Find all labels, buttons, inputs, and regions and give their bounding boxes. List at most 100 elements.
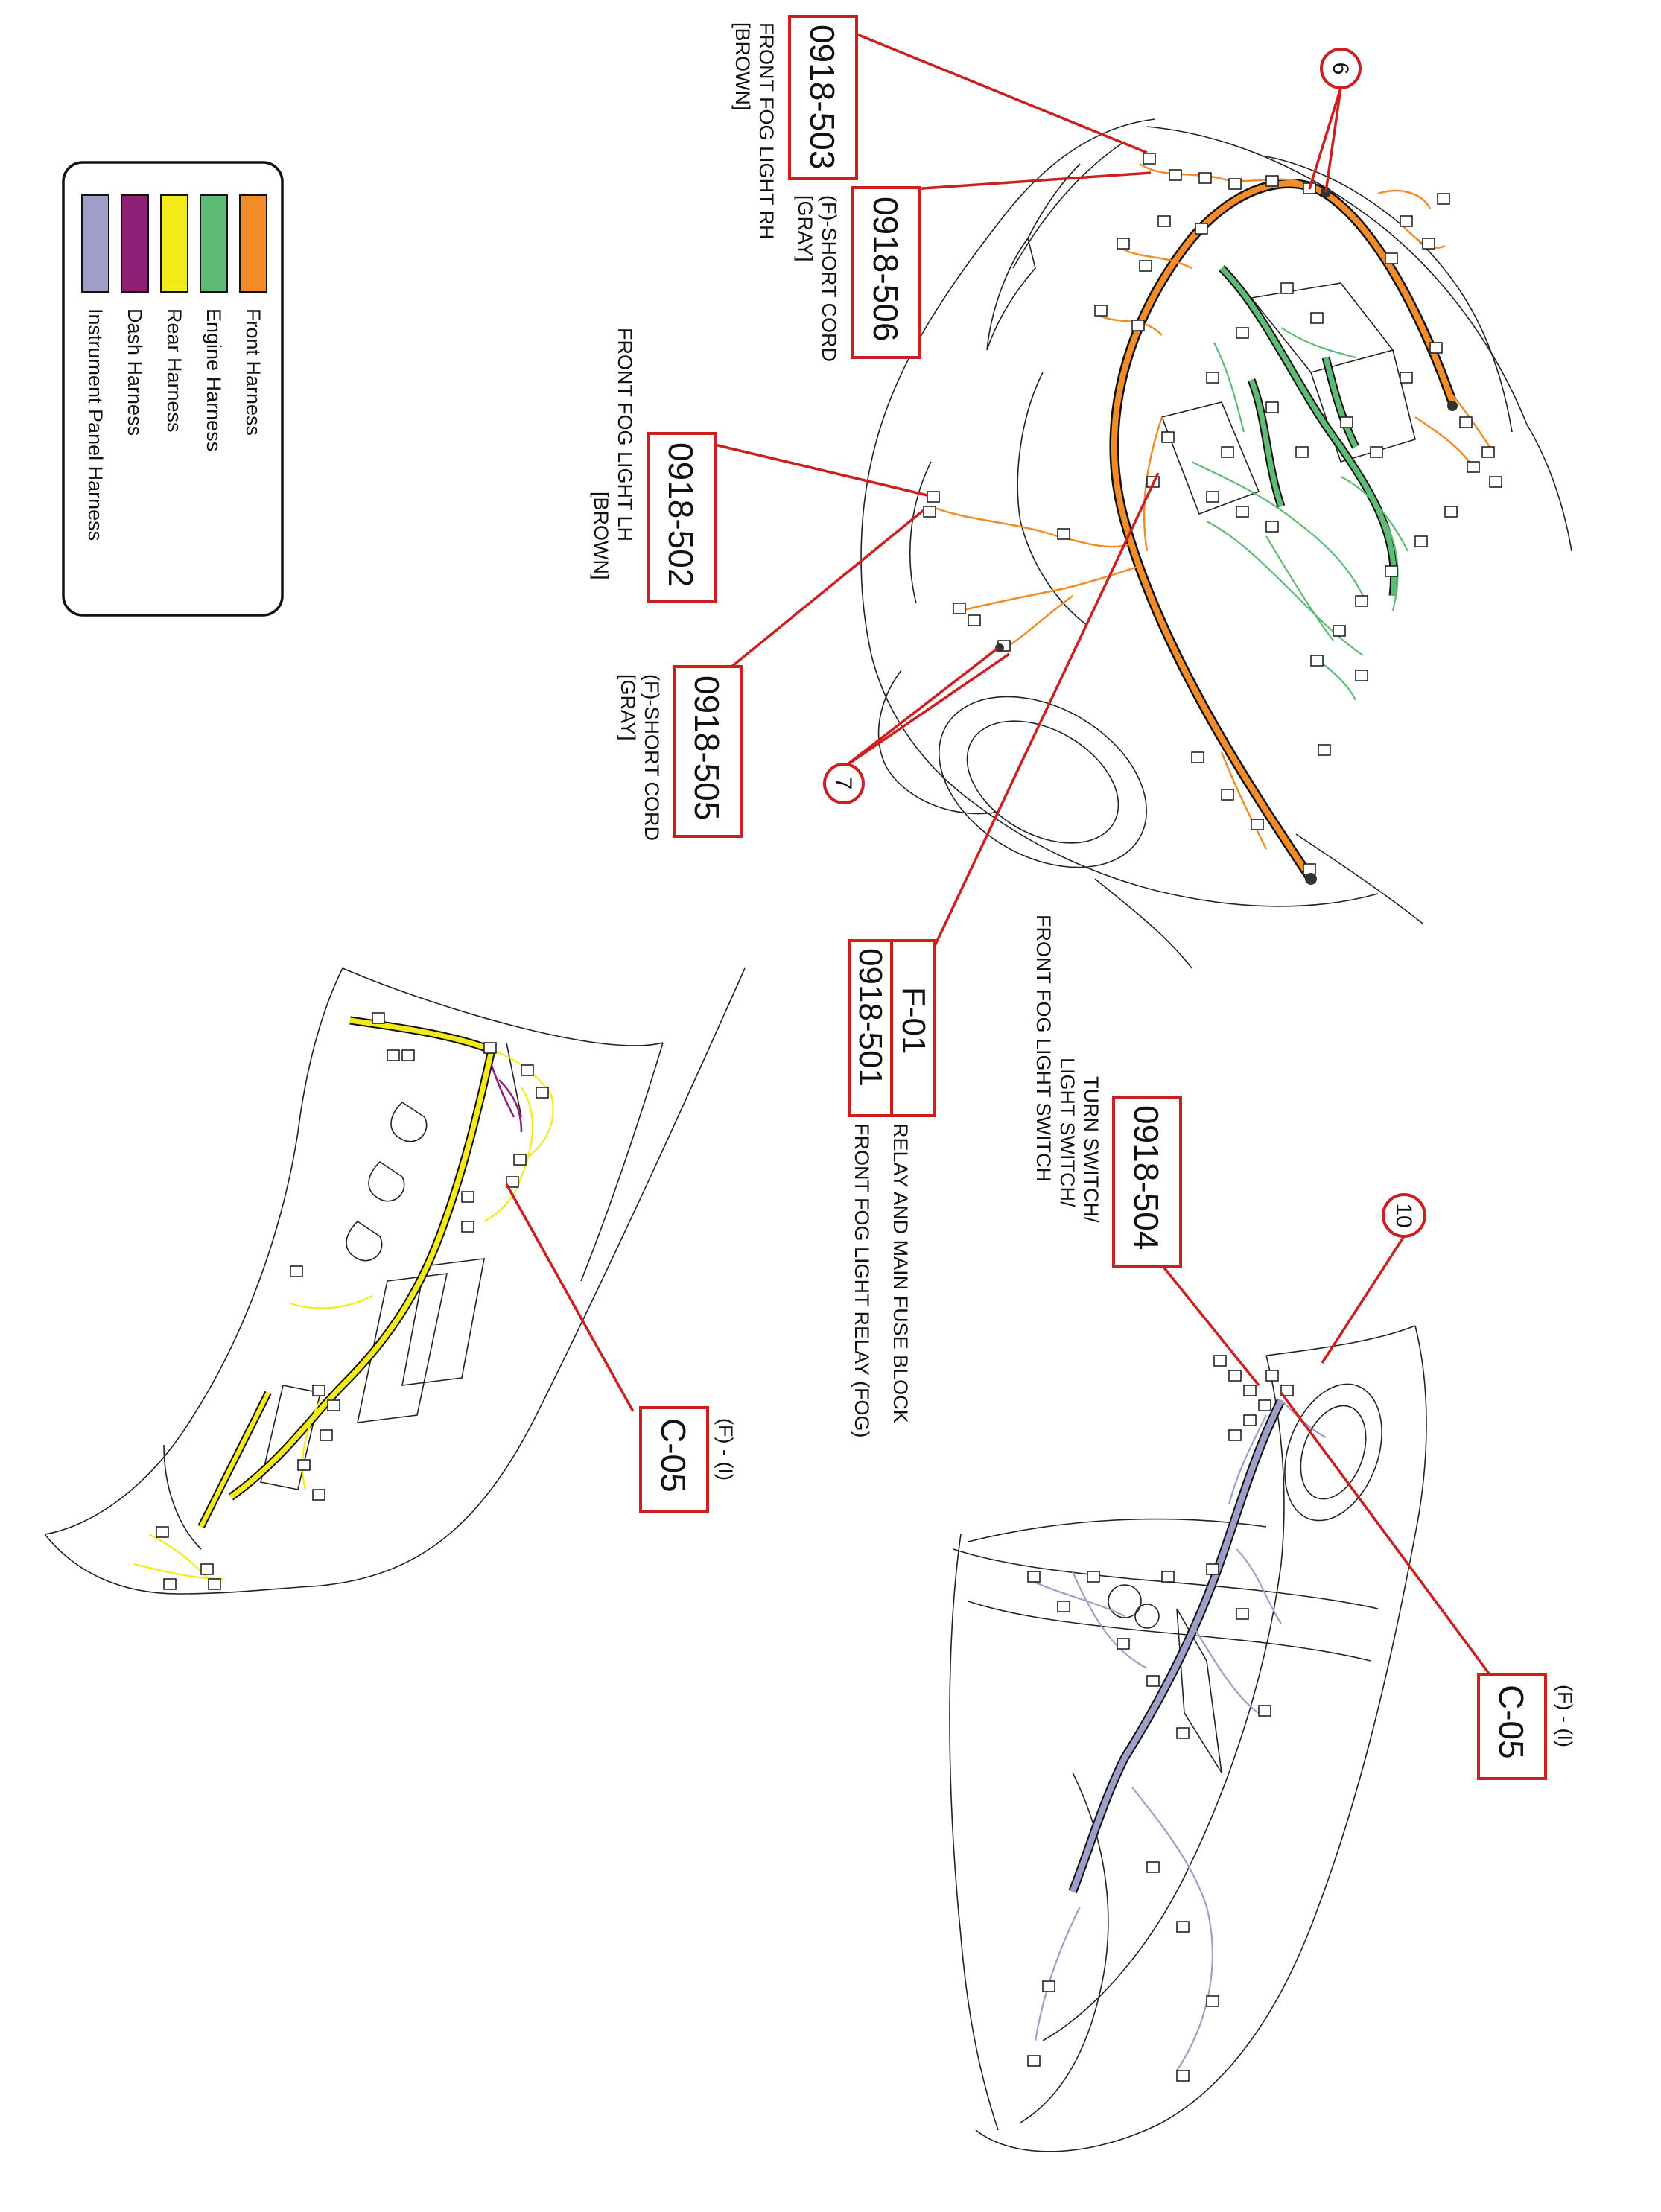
code-box <box>851 186 921 359</box>
vent-slot <box>986 237 1036 351</box>
connector-desc-line-2: [BROWN] <box>731 22 754 111</box>
connector-code: 0918-504 <box>1127 1105 1166 1250</box>
fender-inner-line <box>1012 141 1125 269</box>
gauge-cluster <box>1284 1383 1382 1522</box>
engine-harness-branch <box>1248 378 1284 508</box>
dash-rear-edge <box>968 1518 1267 1542</box>
legend-swatch <box>239 194 267 293</box>
legend-label: Rear Harness <box>163 308 185 433</box>
dash-top-curve <box>975 1325 1427 2152</box>
connector-caption: (F) - (I) <box>714 1418 737 1481</box>
leader-marker-6 <box>1324 87 1342 193</box>
dash-end <box>1265 1325 1416 1356</box>
connector-desc-line-2: [GRAY] <box>794 195 816 262</box>
legend-item-engine: Engine Harness <box>200 194 228 451</box>
connector-caption: (F) - (I) <box>1554 1685 1576 1747</box>
connector-desc-line-1: RELAY AND MAIN FUSE BLOCK <box>889 1123 912 1423</box>
callout-c-05-dash: C-05 (F) - (I) <box>1477 1673 1576 1780</box>
code-box <box>639 1406 709 1513</box>
fuse-block-shape <box>1160 401 1260 515</box>
leader-0918-504 <box>1149 1250 1260 1387</box>
rear-panel <box>260 1385 321 1490</box>
bumper-curve <box>877 670 999 815</box>
legend-swatch <box>200 194 228 293</box>
seat-rail <box>356 1273 448 1423</box>
code-box <box>1477 1673 1547 1780</box>
leader-0918-503 <box>854 32 1148 154</box>
connector-desc-line-3: FRONT FOG LIGHT SWITCH <box>1032 915 1055 1182</box>
marker-10: 10 <box>1382 1193 1426 1238</box>
callout-0918-504: 0918-504 TURN SWITCH/ LIGHT SWITCH/ FRON… <box>1032 915 1182 1268</box>
marker-circle <box>823 763 865 804</box>
legend-item-rear: Rear Harness <box>160 194 188 433</box>
ground-terminal <box>1305 873 1317 885</box>
connector-code: C-05 <box>654 1418 693 1493</box>
marker-circle <box>1382 1193 1426 1238</box>
inner-panel-line <box>1017 372 1088 626</box>
steering-column <box>506 1042 522 1118</box>
fog-recess-line <box>909 461 932 604</box>
connector-desc-line-2: FRONT FOG LIGHT RELAY (FOG) <box>851 1123 873 1438</box>
callout-0918-502: 0918-502 FRONT FOG LIGHT LH [BROWN] <box>590 328 717 603</box>
leader-f-01 <box>933 472 1160 947</box>
legend-swatch <box>81 194 109 293</box>
connector-desc-line-1: TURN SWITCH/ <box>1080 1076 1102 1223</box>
connector-desc-line-1: FRONT FOG LIGHT LH <box>614 328 636 541</box>
vent-round-2 <box>1134 1604 1160 1629</box>
connector-desc-line-1: (F)-SHORT CORD <box>641 674 663 841</box>
callout-0918-503: 0918-503 FRONT FOG LIGHT RH [BROWN] <box>731 15 858 240</box>
wheel-hub <box>966 720 1119 844</box>
leader-lines <box>505 32 1495 1681</box>
pedal-2 <box>368 1160 405 1202</box>
engine-harness-trunk-outline <box>1219 265 1398 597</box>
relay-block-code: F-01 <box>895 987 932 1054</box>
instrument-panel-drawing <box>949 1325 1427 2152</box>
leader-c-05-floor <box>505 1183 635 1412</box>
tunnel-block <box>401 1258 485 1386</box>
code-box <box>788 15 858 180</box>
pedal-1 <box>390 1101 428 1142</box>
rear-harness-trunk <box>229 1017 495 1499</box>
leader-0918-505 <box>721 509 925 676</box>
dash-band-2 <box>968 1601 1371 1662</box>
connector-desc-line-1: FRONT FOG LIGHT RH <box>755 22 778 240</box>
center-console <box>1176 1608 1222 1773</box>
dash-band-1 <box>953 1548 1379 1609</box>
marker-6: 6 <box>1320 48 1362 89</box>
callout-f-01-0918-501: F-01 0918-501 RELAY AND MAIN FUSE BLOCK … <box>848 939 936 1438</box>
rear-harness-wires <box>133 1049 554 1580</box>
cabin-floor-drawing <box>44 967 746 1595</box>
legend-label: Instrument Panel Harness <box>84 308 107 541</box>
rear-harness-trunk-outline <box>228 1016 497 1501</box>
ground-terminal <box>1447 401 1458 411</box>
front-harness-trunk <box>1111 180 1455 881</box>
connector-desc-line-2: [GRAY] <box>617 674 639 741</box>
connector-code: 0918-506 <box>866 197 905 341</box>
floor-outer-curve <box>312 967 746 1587</box>
sill-line <box>1094 878 1192 969</box>
ip-harness-trunk <box>1070 1399 1284 1893</box>
engine-bay-drawing <box>860 118 1572 969</box>
callout-0918-506: 0918-506 (F)-SHORT CORD [GRAY] <box>794 186 921 362</box>
dash-harness-wires <box>490 1064 523 1133</box>
callout-0918-505: 0918-505 (F)-SHORT CORD [GRAY] <box>617 665 743 841</box>
code-box <box>673 665 743 838</box>
connector-desc-line-1: (F)-SHORT CORD <box>818 195 840 362</box>
vent-slot-2 <box>1027 163 1081 239</box>
code-box <box>647 432 717 603</box>
ip-harness-wires <box>1027 1399 1327 2071</box>
floor-left-edge <box>44 967 343 1535</box>
legend-item-dash: Dash Harness <box>121 194 149 436</box>
leader-marker-7b <box>843 652 1010 769</box>
leader-marker-10 <box>1321 1236 1406 1364</box>
floor-inner-line <box>580 1042 664 1282</box>
legend-label: Front Harness <box>242 308 264 436</box>
marker-number: 7 <box>831 778 856 790</box>
fender-outline <box>860 118 1379 907</box>
connector-code: 0918-502 <box>661 442 700 587</box>
floor-bottom-curve <box>44 1534 314 1595</box>
leader-marker-6b <box>1308 87 1342 190</box>
leader-marker-7 <box>842 646 1000 769</box>
floor-top-line <box>342 967 664 1046</box>
